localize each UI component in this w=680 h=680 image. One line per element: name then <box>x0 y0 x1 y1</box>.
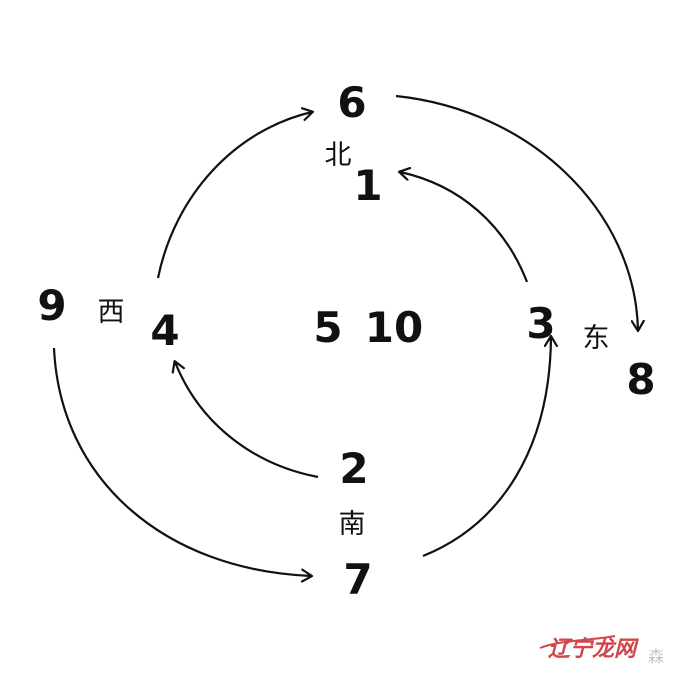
number-9: 9 <box>37 281 66 330</box>
arrow-7-to-3 <box>422 337 551 558</box>
watermark-swoosh-icon <box>539 635 616 649</box>
direction-south: 南 <box>339 509 366 540</box>
direction-west: 西 <box>98 297 125 328</box>
arrow-9-to-7 <box>52 347 311 576</box>
number-1: 1 <box>353 161 382 210</box>
number-2: 2 <box>339 444 368 493</box>
number-10: 10 <box>365 303 423 352</box>
number-4: 4 <box>150 306 179 355</box>
direction-north: 北 <box>325 140 352 171</box>
arrow-6-to-8 <box>395 94 638 330</box>
arrow-2-to-4 <box>175 362 319 479</box>
number-5: 5 <box>313 303 342 352</box>
arrow-4-to-6 <box>156 112 312 279</box>
number-8: 8 <box>626 355 655 404</box>
watermark-suffix: 森 <box>648 647 664 666</box>
arrow-3-to-1 <box>400 172 529 283</box>
direction-east: 东 <box>583 323 610 354</box>
watermark: 辽宁龙网 森 <box>539 635 664 666</box>
watermark-logo: 辽宁龙网 <box>548 636 639 662</box>
number-6: 6 <box>337 78 366 127</box>
number-7: 7 <box>343 555 372 604</box>
number-3: 3 <box>526 299 555 348</box>
